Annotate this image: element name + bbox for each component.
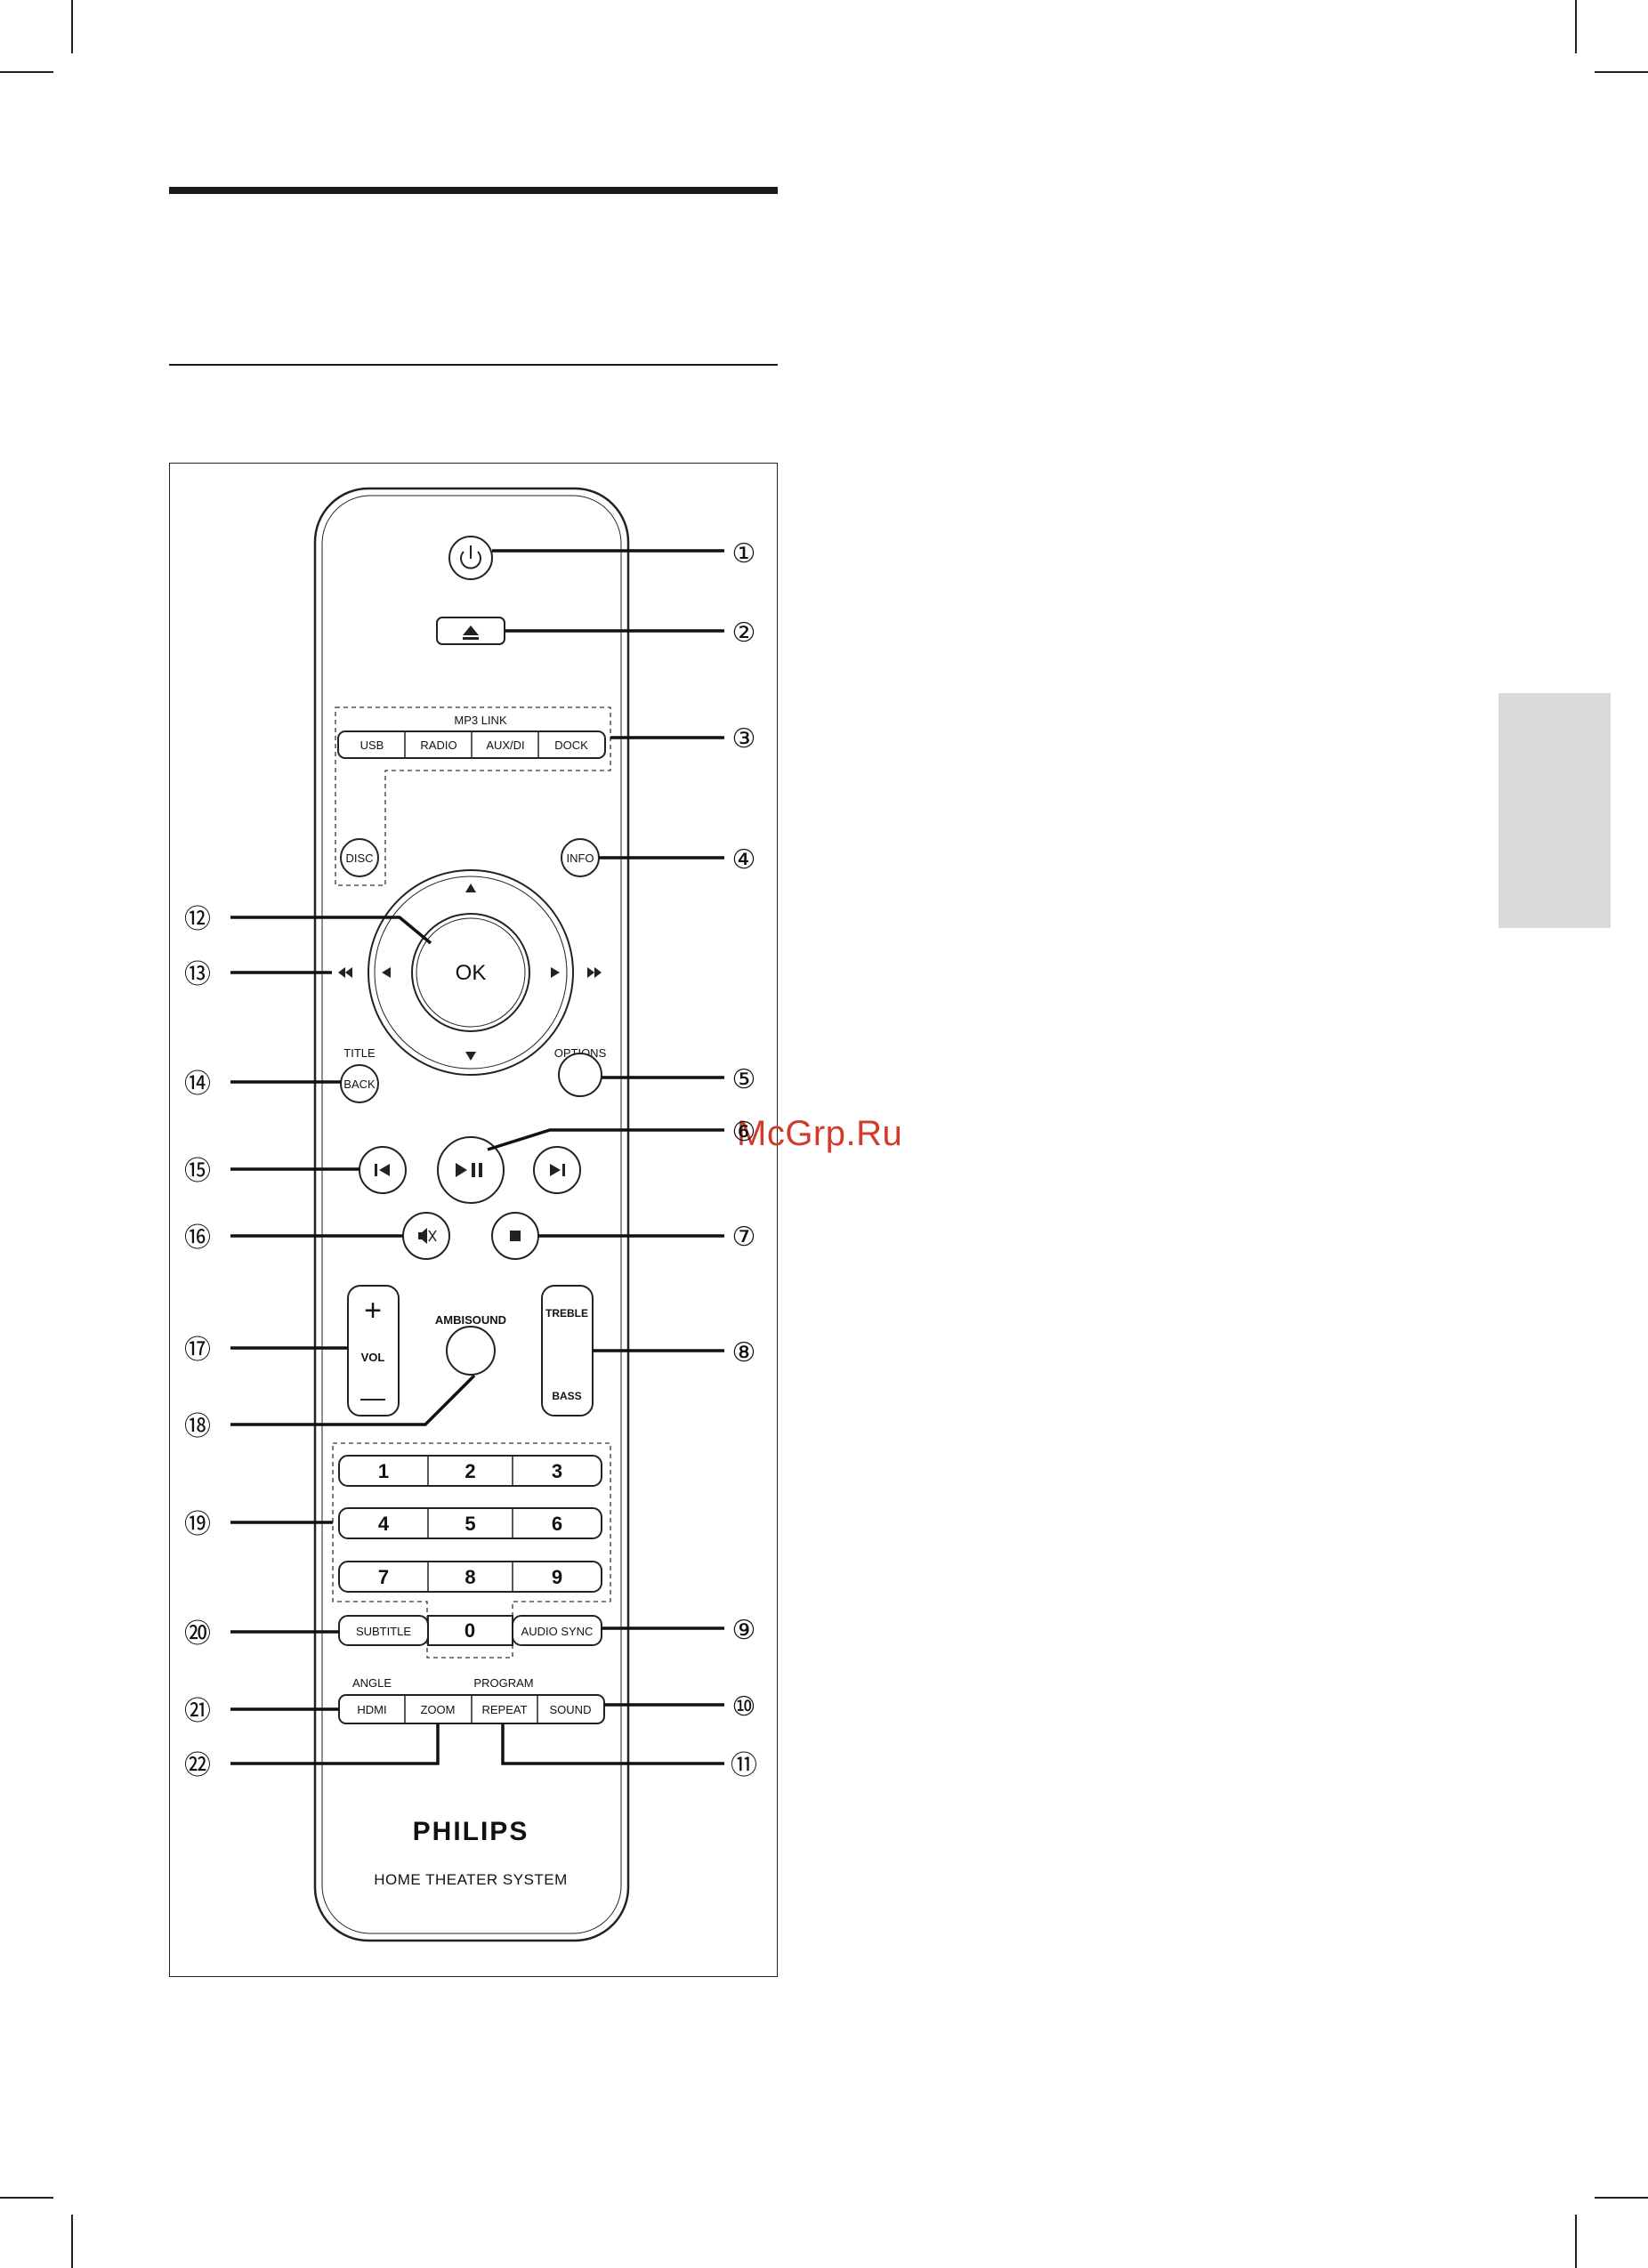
callout-19: ⑲ [184, 1510, 211, 1539]
volume-down-label[interactable]: — [360, 1384, 385, 1411]
info-label: INFO [566, 852, 594, 865]
sound-button[interactable]: SOUND [550, 1703, 592, 1716]
zoom-button[interactable]: ZOOM [421, 1703, 456, 1716]
product-subtitle: HOME THEATER SYSTEM [374, 1871, 568, 1888]
callout-20: ⑳ [184, 1619, 211, 1649]
hdmi-button[interactable]: HDMI [357, 1703, 386, 1716]
options-button[interactable] [559, 1053, 602, 1096]
callout-12: ⑫ [184, 905, 211, 934]
radio-button[interactable]: RADIO [420, 739, 456, 752]
digit-9-button[interactable]: 9 [552, 1566, 562, 1588]
digit-3-button[interactable]: 3 [552, 1460, 562, 1482]
bass-label: BASS [552, 1390, 581, 1402]
callout-1: ① [732, 539, 756, 569]
brand-logo: PHILIPS [413, 1817, 529, 1846]
callout-5: ⑤ [732, 1065, 756, 1094]
callout-15: ⑮ [184, 1157, 211, 1186]
ambisound-button[interactable] [447, 1327, 495, 1375]
callout-21: ㉑ [184, 1697, 211, 1726]
disc-label: DISC [345, 852, 373, 865]
digit-4-button[interactable]: 4 [378, 1513, 390, 1535]
volume-label: VOL [361, 1351, 385, 1364]
repeat-button[interactable]: REPEAT [481, 1703, 527, 1716]
callout-18: ⑱ [184, 1412, 211, 1441]
volume-up-label[interactable]: + [364, 1294, 382, 1328]
dock-button[interactable]: DOCK [554, 739, 588, 752]
callout-13: ⑬ [184, 960, 211, 989]
digit-2-button[interactable]: 2 [465, 1460, 475, 1482]
program-label: PROGRAM [473, 1676, 533, 1690]
callout-22: ㉒ [184, 1751, 211, 1780]
digit-6-button[interactable]: 6 [552, 1513, 562, 1535]
subtitle-label: SUBTITLE [356, 1625, 411, 1638]
digit-7-button[interactable]: 7 [378, 1566, 389, 1588]
stop-icon [510, 1231, 521, 1241]
ok-label: OK [456, 961, 487, 985]
callout-3: ③ [732, 724, 756, 754]
mp3link-label: MP3 LINK [454, 714, 507, 727]
callout-9: ⑨ [732, 1616, 756, 1645]
digit-1-button[interactable]: 1 [378, 1460, 389, 1482]
callout-10: ⑩ [732, 1692, 756, 1722]
callout-8: ⑧ [732, 1338, 756, 1368]
callout-16: ⑯ [184, 1223, 211, 1253]
callout-4: ④ [732, 845, 756, 875]
callout-6: ⑥ [732, 1118, 756, 1147]
callout-14: ⑭ [184, 1069, 211, 1099]
callout-7: ⑦ [732, 1223, 756, 1252]
fast-forward-icon[interactable] [587, 967, 602, 978]
callout-2: ② [732, 618, 756, 648]
digit-0-label: 0 [465, 1619, 475, 1642]
back-label: BACK [343, 1078, 376, 1091]
treble-label: TREBLE [545, 1307, 588, 1320]
callout-17: ⑰ [184, 1336, 211, 1365]
angle-label: ANGLE [352, 1676, 392, 1690]
digit-8-button[interactable]: 8 [465, 1566, 475, 1588]
title-label: TITLE [343, 1046, 376, 1060]
digit-5-button[interactable]: 5 [465, 1513, 475, 1535]
ambisound-label: AMBISOUND [435, 1313, 506, 1327]
rewind-icon[interactable] [338, 967, 352, 978]
numeric-keypad: 1 2 3 4 5 6 7 8 9 [339, 1456, 602, 1592]
callout-11: ⑪ [731, 1751, 757, 1780]
audio-sync-label: AUDIO SYNC [521, 1625, 594, 1638]
usb-button[interactable]: USB [360, 739, 384, 752]
aux-di-button[interactable]: AUX/DI [486, 739, 524, 752]
